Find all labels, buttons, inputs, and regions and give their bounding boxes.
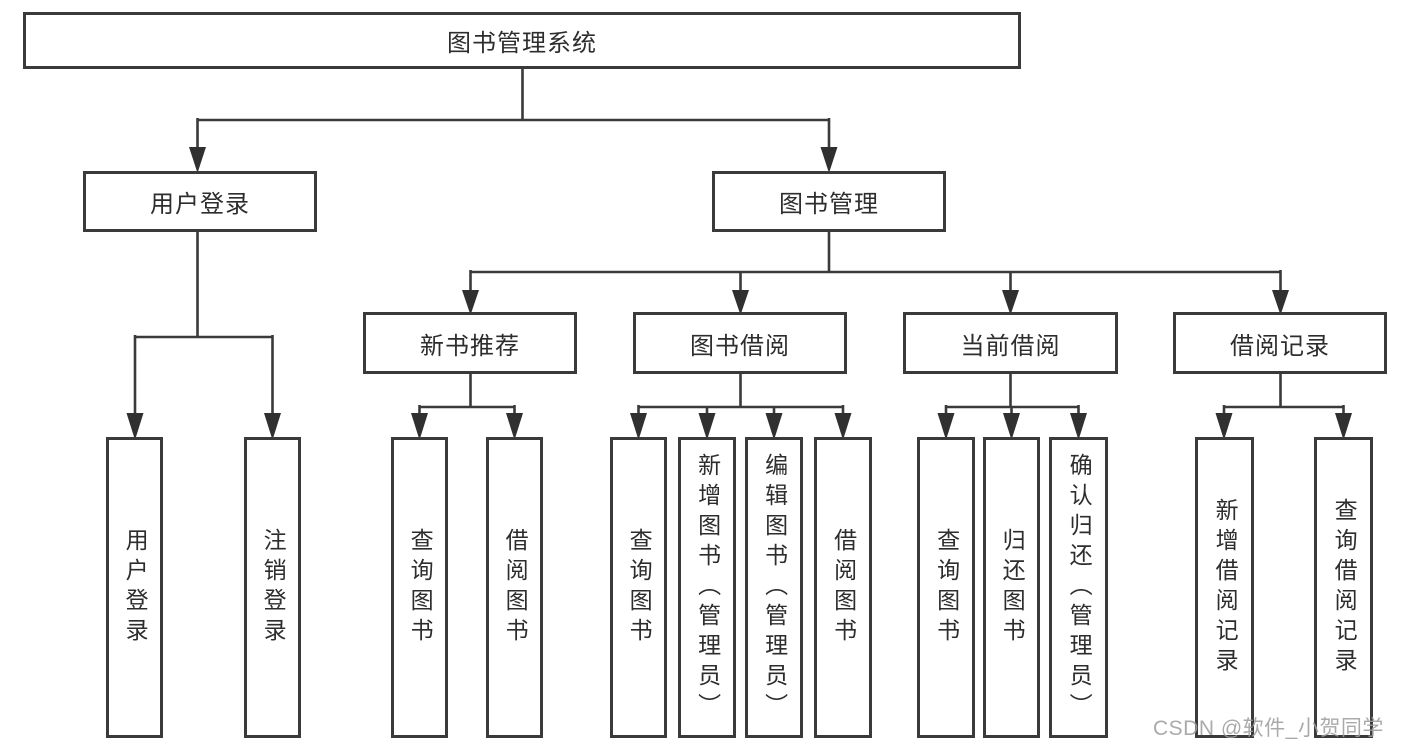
leaf-logout: 注销登录 <box>244 437 301 738</box>
node-label: 图书管理系统 <box>447 30 597 57</box>
node-current-borrow: 当前借阅 <box>903 312 1118 374</box>
leaf-query-borrow-record: 查询借阅记录 <box>1314 437 1373 738</box>
connector-book-borrow-children <box>637 373 845 416</box>
leaf-label: 借阅图书 <box>502 527 529 648</box>
node-library-management-system: 图书管理系统 <box>23 12 1021 69</box>
connector-book-mgmt-children <box>469 231 1282 293</box>
leaf-add-borrow-record: 新增借阅记录 <box>1195 437 1254 738</box>
leaf-label: 用户登录 <box>122 527 149 648</box>
leaf-label: 注销登录 <box>260 527 287 648</box>
leaf-label: 查询图书 <box>933 527 960 648</box>
connector-borrow-record-children <box>1222 373 1345 416</box>
watermark: CSDN @软件_小贺同学 <box>1153 717 1384 740</box>
leaf-label: 新增图书（管理员） <box>694 452 721 723</box>
leaf-borrow-book-1: 借阅图书 <box>486 437 543 738</box>
connector-new-book-children <box>418 373 516 416</box>
leaf-label: 借阅图书 <box>830 527 857 648</box>
leaf-label: 查询图书 <box>626 527 653 648</box>
leaf-query-book-1: 查询图书 <box>391 437 448 738</box>
connector-current-borrow-children <box>944 373 1080 416</box>
leaf-label: 归还图书 <box>999 527 1026 648</box>
node-book-management: 图书管理 <box>712 171 946 232</box>
node-label: 借阅记录 <box>1230 332 1330 360</box>
connector-user-login-children <box>133 231 274 416</box>
leaf-borrow-book-2: 借阅图书 <box>814 437 872 738</box>
leaf-query-book-2: 查询图书 <box>610 437 667 738</box>
node-label: 用户登录 <box>150 191 250 218</box>
node-label: 当前借阅 <box>960 332 1061 360</box>
node-book-borrow: 图书借阅 <box>633 312 847 374</box>
leaf-label: 编辑图书（管理员） <box>761 452 788 723</box>
leaf-label: 确认归还（管理员） <box>1066 452 1093 723</box>
leaf-add-book-admin: 新增图书（管理员） <box>678 437 736 738</box>
leaf-confirm-return-admin: 确认归还（管理员） <box>1049 437 1108 738</box>
leaf-label: 查询借阅记录 <box>1331 497 1358 678</box>
node-user-login: 用户登录 <box>83 171 317 232</box>
leaf-query-book-3: 查询图书 <box>917 437 975 738</box>
node-label: 图书管理 <box>779 191 879 218</box>
node-label: 新书推荐 <box>420 332 520 360</box>
leaf-user-login: 用户登录 <box>106 437 163 738</box>
connector-root-to-level1 <box>196 68 831 150</box>
leaf-edit-book-admin: 编辑图书（管理员） <box>745 437 803 738</box>
node-borrow-record: 借阅记录 <box>1173 312 1387 374</box>
leaf-return-book: 归还图书 <box>983 437 1040 738</box>
node-new-book-recommend: 新书推荐 <box>363 312 577 374</box>
leaf-label: 新增借阅记录 <box>1212 497 1239 678</box>
leaf-label: 查询图书 <box>407 527 434 648</box>
node-label: 图书借阅 <box>690 332 790 360</box>
